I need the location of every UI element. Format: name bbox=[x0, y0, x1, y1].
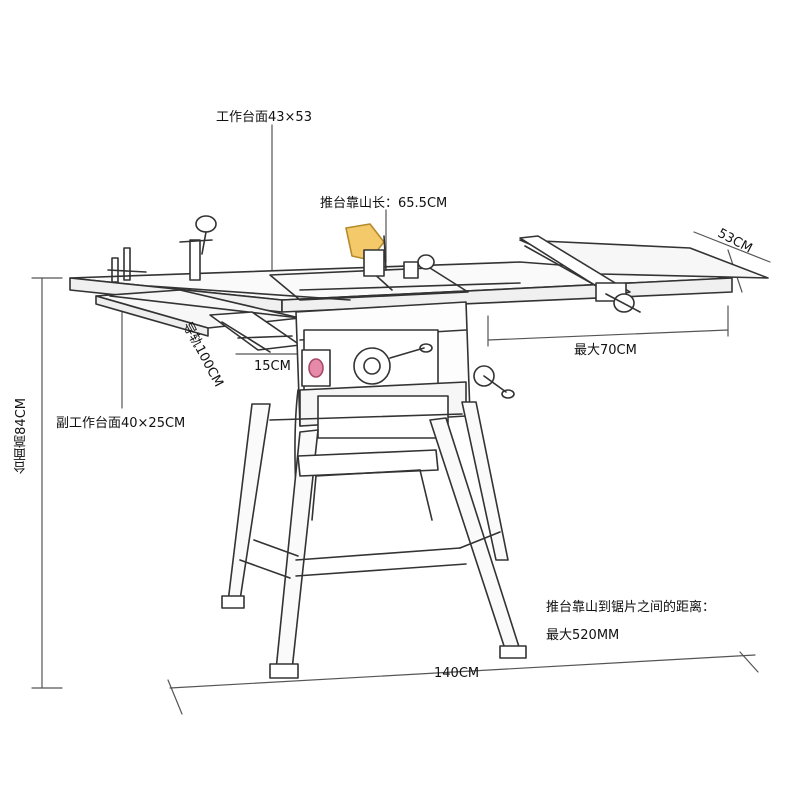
sliding-table bbox=[95, 215, 301, 353]
saw-stand bbox=[221, 401, 527, 679]
length-label: 140CM bbox=[434, 666, 480, 681]
sub-table-label: 副工作台面40×25CM bbox=[56, 416, 186, 431]
dimension-lines bbox=[31, 124, 771, 715]
distance-label-line1: 推台靠山到锯片之间的距离： bbox=[546, 600, 716, 615]
rip-fence bbox=[519, 235, 641, 313]
offset-label: 15CM bbox=[254, 359, 291, 374]
height-label: 台面高84CM bbox=[14, 398, 29, 474]
fence-length-label: 推台靠山长：65.5CM bbox=[320, 196, 448, 211]
blade-guard bbox=[345, 223, 435, 279]
table-top-label: 工作台面43×53 bbox=[216, 110, 312, 125]
max-width-label: 最大70CM bbox=[574, 343, 637, 358]
distance-label-line2: 最大520MM bbox=[546, 628, 620, 643]
